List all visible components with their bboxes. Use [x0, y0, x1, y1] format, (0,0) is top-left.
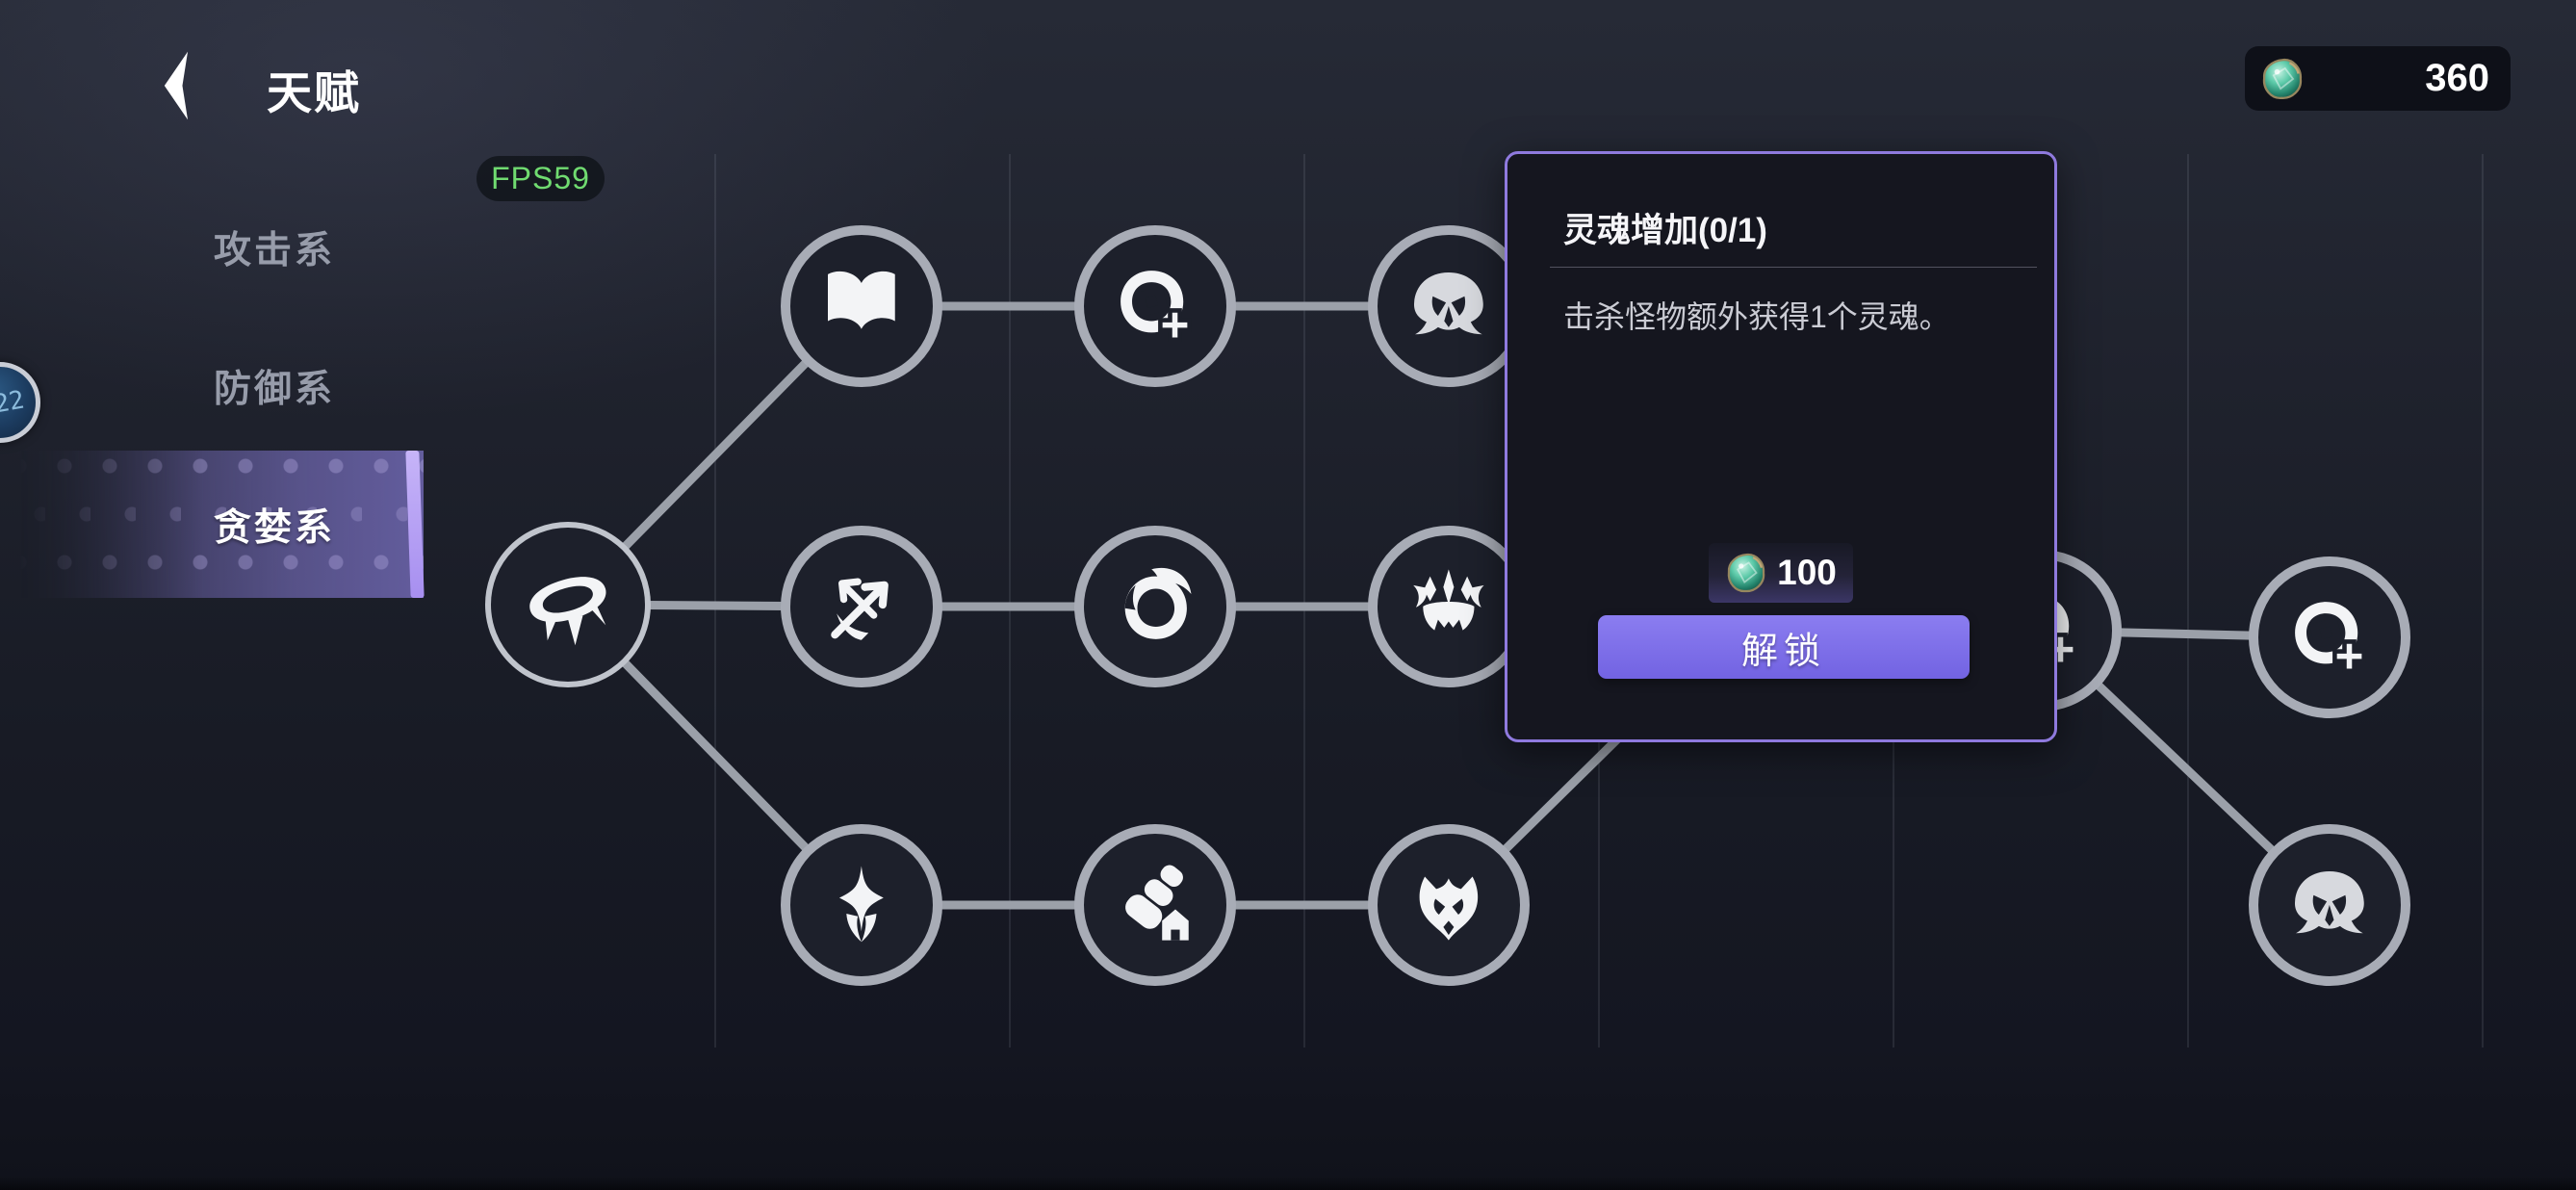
skull-icon: [1404, 262, 1493, 350]
coin-plus-icon: [1111, 262, 1199, 350]
crown-icon: [1404, 562, 1493, 651]
talent-node-star-spike[interactable]: [781, 824, 942, 986]
page-title: 天赋: [267, 67, 361, 118]
sidebar-tab-greed[interactable]: 贪婪系: [0, 455, 549, 594]
talent-node-telescope[interactable]: [1074, 824, 1236, 986]
currency-amount: 360: [2425, 57, 2489, 99]
talent-tooltip: 灵魂增加(0/1) 击杀怪物额外获得1个灵魂。 100 解锁: [1505, 151, 2057, 742]
telescope-icon: [1111, 861, 1199, 949]
talent-node-crescent[interactable]: [1074, 526, 1236, 687]
soul-gem-icon: [2260, 57, 2305, 101]
star-spike-icon: [817, 861, 906, 949]
skull-icon: [2285, 861, 2374, 949]
coin-plus-icon: [2285, 593, 2374, 682]
back-button[interactable]: [154, 44, 221, 127]
talent-node-book[interactable]: [781, 225, 942, 387]
fox-icon: [1404, 861, 1493, 949]
soul-gem-icon: [1725, 552, 1767, 594]
tab-label: 贪婪系: [213, 507, 335, 549]
tooltip-title: 灵魂增加(0/1): [1563, 212, 1767, 249]
floating-overlay-label: 22: [0, 385, 28, 420]
fps-label: FPS59: [491, 161, 590, 195]
chevron-left-icon: [154, 46, 196, 125]
crossed-arrows-icon: [817, 562, 906, 651]
fps-badge: FPS59: [477, 156, 605, 201]
book-icon: [817, 262, 906, 350]
crescent-icon: [1111, 562, 1199, 651]
talent-node-skull-bottom[interactable]: [2249, 824, 2410, 986]
sidebar-tabs: 攻击系 防御系 贪婪系: [0, 178, 549, 594]
talent-node-fox[interactable]: [1368, 824, 1530, 986]
sidebar-tab-defense[interactable]: 防御系: [0, 317, 549, 455]
tooltip-description: 击杀怪物额外获得1个灵魂。: [1563, 299, 1950, 334]
tab-label: 攻击系: [213, 230, 335, 272]
sidebar-tab-attack[interactable]: 攻击系: [0, 178, 549, 317]
talent-node-crossed-arrows[interactable]: [781, 526, 942, 687]
talent-node-coin-plus-top[interactable]: [1074, 225, 1236, 387]
unlock-button[interactable]: 解锁: [1598, 615, 1970, 679]
currency-badge: 360: [2245, 46, 2511, 111]
talent-node-skull-top[interactable]: [1368, 225, 1530, 387]
cost-badge: 100: [1709, 543, 1853, 603]
tab-label: 防御系: [213, 369, 335, 410]
talent-node-coin-plus-right[interactable]: [2249, 556, 2410, 718]
cost-amount: 100: [1777, 553, 1837, 592]
tooltip-divider: [1550, 267, 2037, 268]
